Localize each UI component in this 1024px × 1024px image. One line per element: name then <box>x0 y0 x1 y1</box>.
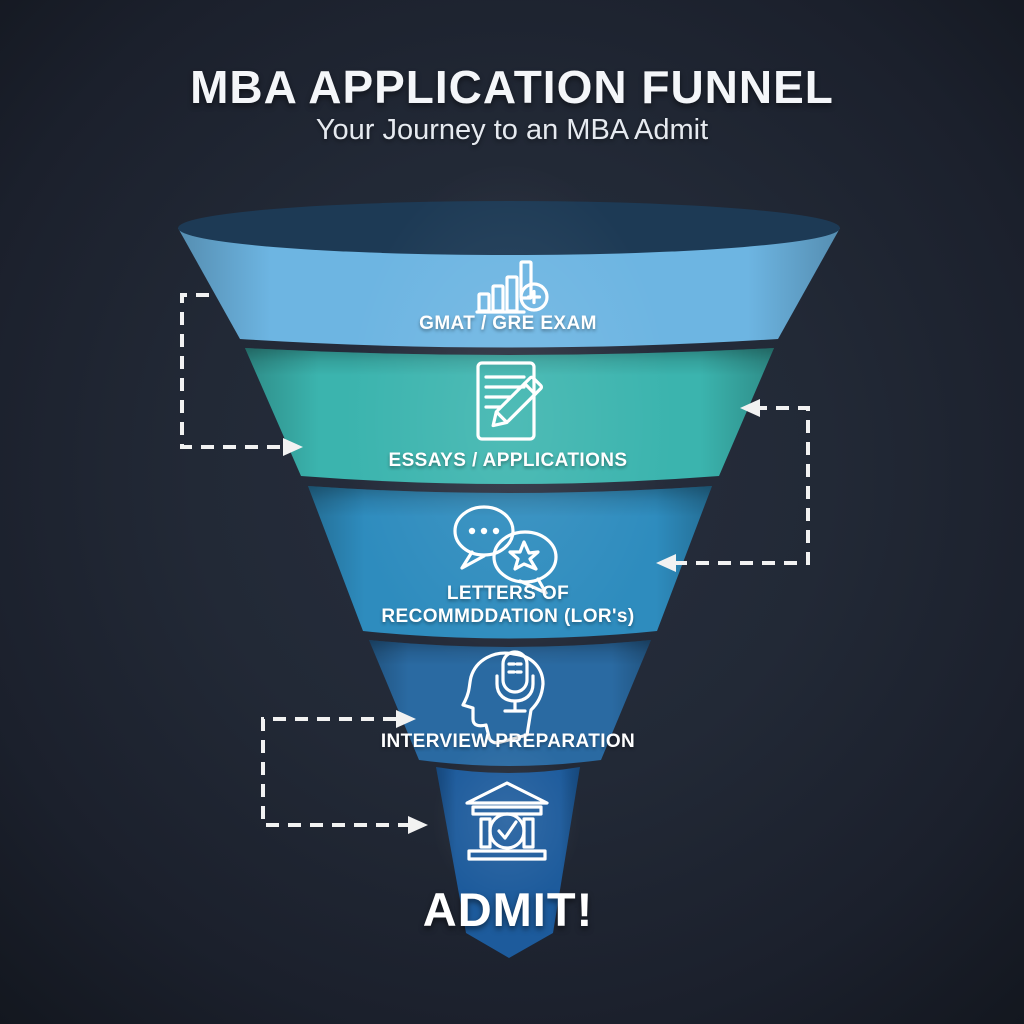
arrowhead-right-into-essays <box>283 438 303 456</box>
funnel-stage-interview <box>369 640 651 766</box>
dashed-arrow-left-bottom <box>261 717 408 827</box>
arrowhead-left-into-essays <box>740 399 760 417</box>
essay-pencil-icon <box>476 361 544 441</box>
admit-glow <box>432 735 582 905</box>
arrowhead-right-into-admit <box>408 816 428 834</box>
arrowhead-right-into-interview <box>396 710 416 728</box>
head-microphone-icon <box>461 650 545 745</box>
page-subtitle: Your Journey to an MBA Admit <box>315 114 709 146</box>
dashed-arrow-left-top <box>180 293 283 449</box>
page-title: MBA APPLICATION FUNNEL <box>190 61 834 113</box>
speech-bubbles-star-icon <box>453 505 558 595</box>
university-check-icon <box>465 781 549 861</box>
bar-chart-search-icon <box>475 260 549 314</box>
dashed-arrow-right <box>676 406 810 565</box>
arrowhead-left-into-lor <box>656 554 676 572</box>
